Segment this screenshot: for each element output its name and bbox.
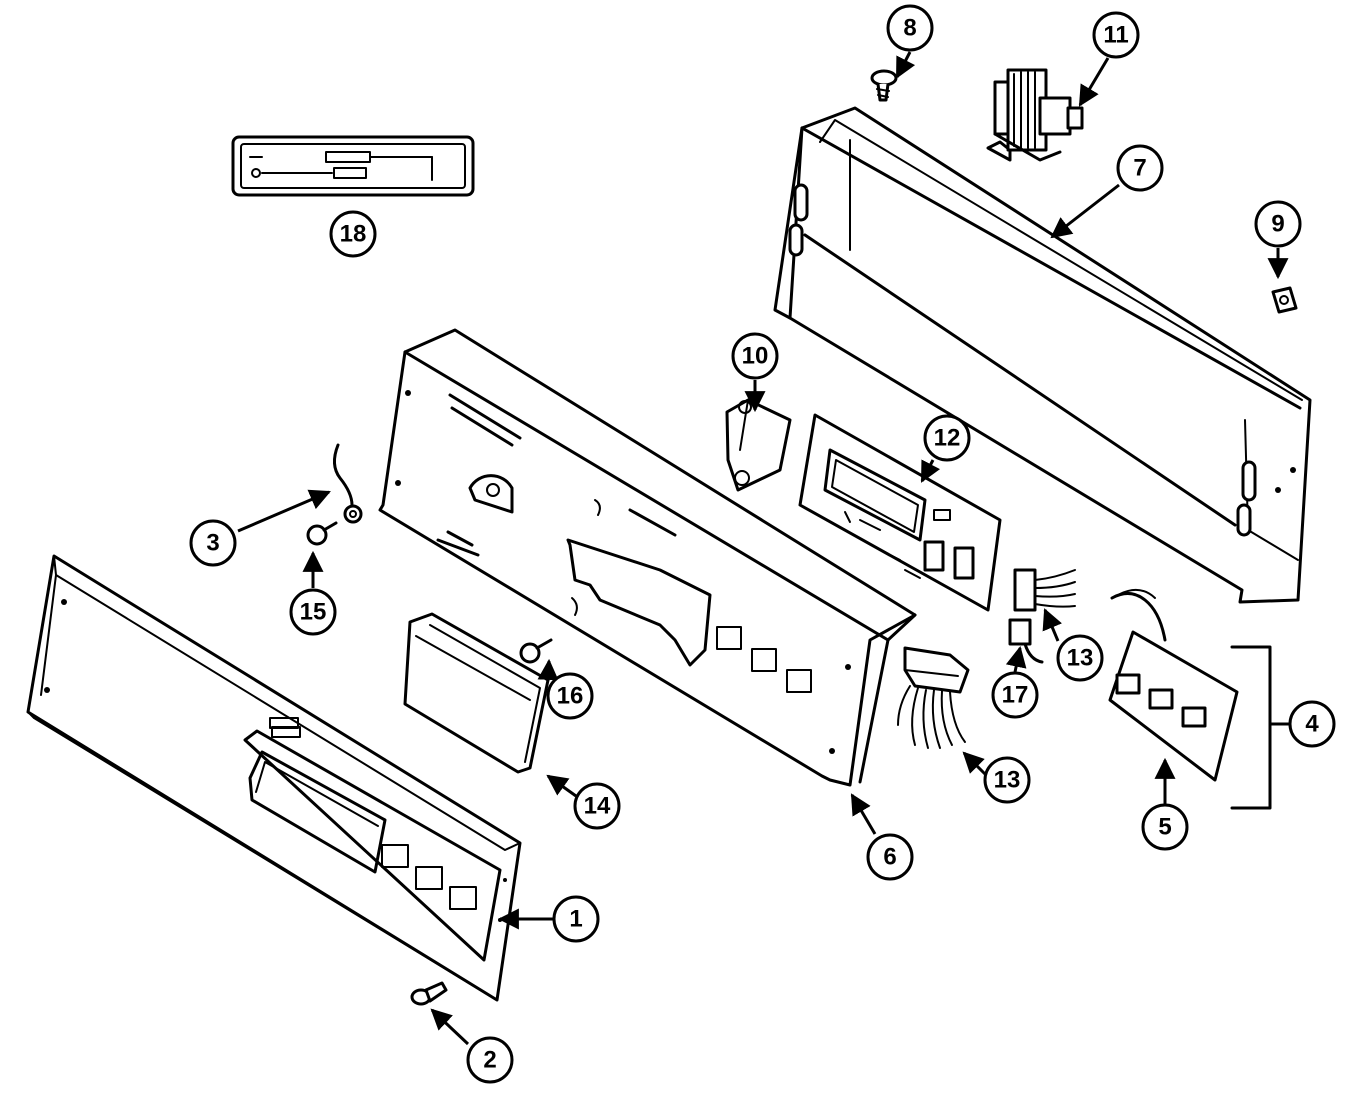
part-4-bracket: [1230, 645, 1272, 810]
callout-2: 2: [466, 1036, 514, 1084]
part-7-rear-housing: [773, 106, 1312, 604]
callout-13-upper: 13: [1056, 634, 1104, 682]
part-13-harness-lower: [897, 646, 970, 749]
svg-text:12: 12: [934, 425, 961, 452]
part-15-push-pin: [306, 521, 338, 546]
svg-text:14: 14: [584, 793, 611, 820]
svg-text:17: 17: [1002, 682, 1029, 709]
svg-text:8: 8: [903, 15, 916, 42]
callout-18: 18: [329, 210, 377, 258]
callout-9: 9: [1254, 200, 1302, 248]
callout-4: 4: [1288, 700, 1336, 748]
part-11-transformer: [986, 68, 1084, 162]
svg-text:9: 9: [1271, 211, 1284, 238]
part-12-control-board: [798, 413, 1002, 612]
svg-text:6: 6: [883, 844, 896, 871]
svg-text:3: 3: [206, 530, 219, 557]
callout-17: 17: [991, 671, 1039, 719]
part-18-label-decal: [231, 135, 475, 197]
callout-16: 16: [546, 672, 594, 720]
callout-6: 6: [866, 833, 914, 881]
svg-text:4: 4: [1305, 711, 1319, 738]
part-17-connector: [1008, 618, 1044, 664]
svg-text:11: 11: [1103, 22, 1128, 49]
callout-13-lower: 13: [983, 756, 1031, 804]
part-1-front-panel: [26, 554, 522, 1002]
svg-text:13: 13: [994, 767, 1021, 794]
part-5-keypad-board: [1108, 588, 1239, 782]
callout-1: 1: [552, 895, 600, 943]
part-13-harness-upper: [1013, 568, 1076, 612]
callout-10: 10: [731, 332, 779, 380]
callout-12: 12: [923, 414, 971, 462]
part-10-filter: [725, 398, 792, 492]
callout-8: 8: [886, 4, 934, 52]
leader-arrows: [237, 51, 1289, 1046]
svg-text:13: 13: [1067, 645, 1094, 672]
part-6-panel-frame: [378, 328, 917, 787]
callout-14: 14: [573, 782, 621, 830]
part-2-screw: [410, 981, 448, 1006]
part-9-clip-nut: [1271, 286, 1298, 314]
callout-5: 5: [1141, 803, 1189, 851]
svg-text:10: 10: [742, 343, 769, 370]
svg-text:7: 7: [1133, 155, 1146, 182]
svg-text:18: 18: [340, 221, 367, 248]
svg-text:2: 2: [483, 1047, 496, 1074]
callout-15: 15: [289, 588, 337, 636]
part-8-screw: [870, 69, 898, 102]
svg-text:16: 16: [557, 683, 584, 710]
svg-text:5: 5: [1158, 814, 1171, 841]
svg-text:1: 1: [569, 906, 582, 933]
callout-3: 3: [189, 519, 237, 567]
callout-7: 7: [1116, 144, 1164, 192]
part-16-push-pin: [519, 638, 553, 664]
svg-text:15: 15: [300, 599, 327, 626]
part-14-display-lens: [403, 612, 550, 774]
part-3-ground-wire: [333, 443, 363, 524]
callout-11: 11: [1092, 11, 1140, 59]
